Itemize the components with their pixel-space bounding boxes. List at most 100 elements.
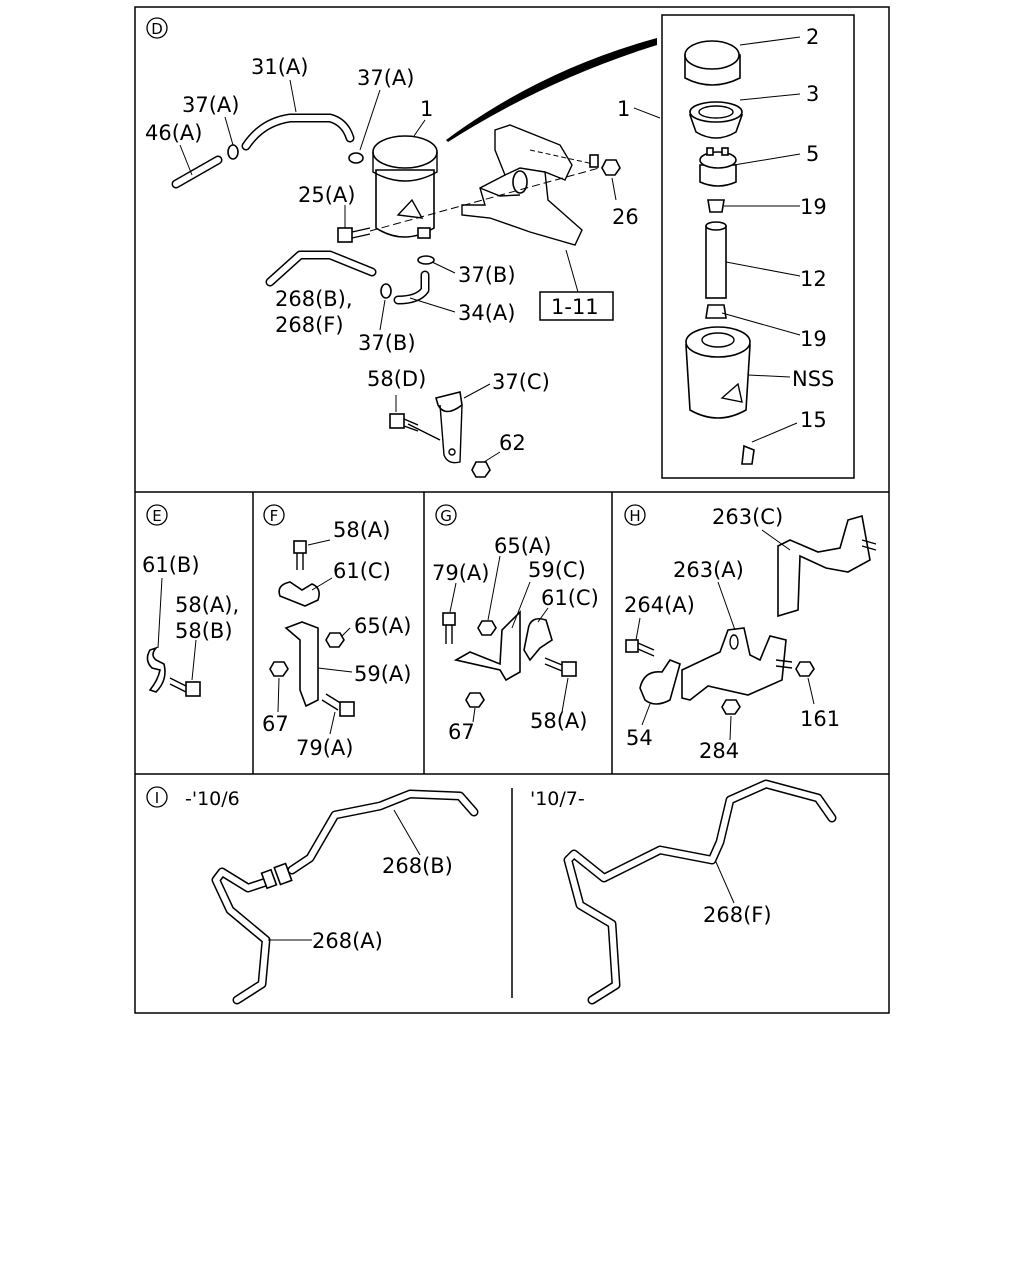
label-264a: 264(A) — [624, 593, 695, 617]
label-58b: 58(B) — [175, 619, 233, 643]
label-54: 54 — [626, 726, 653, 750]
pipe-268a — [211, 867, 271, 1005]
bolt — [861, 539, 877, 551]
label-65a: 65(A) — [494, 534, 551, 558]
pipe-46a — [171, 155, 223, 189]
label-268b: 268(B), — [275, 287, 353, 311]
label-5: 5 — [806, 142, 819, 166]
leader-lines — [449, 555, 569, 723]
bracket-263c — [777, 514, 871, 618]
date-range-right: '10/7- — [530, 788, 585, 810]
bolt — [775, 659, 793, 669]
label-26: 26 — [612, 205, 639, 229]
label-268f: 268(F) — [703, 903, 772, 927]
connector — [260, 862, 293, 890]
label-58a: 58(A) — [333, 518, 390, 542]
leader-line — [157, 577, 163, 649]
label-34a: 34(A) — [458, 301, 515, 325]
clamp-37a — [227, 144, 239, 160]
nut-62 — [471, 461, 491, 478]
cap-2 — [684, 40, 741, 86]
bracket-59a — [284, 621, 319, 708]
panel-h: H 263(C) 263(A) 264(A) 161 54 284 — [624, 504, 877, 763]
bolt-58a — [169, 677, 201, 697]
hose-31a — [241, 113, 355, 151]
bolt-264a — [625, 639, 655, 657]
label-65a: 65(A) — [354, 614, 411, 638]
date-range-left: -'10/6 — [185, 788, 240, 810]
label-268b: 268(B) — [382, 854, 453, 878]
bracket-59c — [453, 610, 521, 682]
panel-d: D — [145, 14, 855, 479]
label-1: 1 — [420, 97, 433, 121]
label-19: 19 — [800, 195, 827, 219]
panel-i-marker — [146, 786, 168, 808]
tube-12 — [705, 221, 727, 299]
clamp-37b — [417, 255, 435, 265]
hose-34a — [393, 270, 430, 305]
inset-frame — [661, 14, 855, 479]
clip-bracket-37c — [407, 391, 463, 464]
label-37a: 37(A) — [182, 93, 239, 117]
panel-g: G 65(A) 79(A) 59(C) 61(C) 67 58(A) — [432, 504, 599, 744]
panel-h-marker — [624, 504, 646, 526]
inset-pointer — [446, 38, 657, 142]
pipe-268 — [265, 250, 377, 287]
label-37b: 37(B) — [458, 263, 516, 287]
label-284: 284 — [699, 739, 739, 763]
label-58a: 58(A), — [175, 593, 239, 617]
label-31a: 31(A) — [251, 55, 308, 79]
panel-i: I -'10/6 '10/7- 268(B) 268(A) 268(F) — [146, 779, 837, 1005]
label-nss: NSS — [792, 367, 834, 391]
label-79a: 79(A) — [432, 561, 489, 585]
label-268f: 268(F) — [275, 313, 344, 337]
panel-d-letter: D — [151, 20, 163, 38]
bolt-79a — [442, 612, 456, 644]
bolt-58a — [293, 540, 307, 570]
bracket-263a — [681, 627, 787, 701]
label-59a: 59(A) — [354, 662, 411, 686]
nut-67 — [465, 692, 485, 708]
filter-5 — [699, 147, 737, 187]
reservoir-tank — [372, 135, 438, 239]
label-61b: 61(B) — [142, 553, 200, 577]
label-37a: 37(A) — [357, 66, 414, 90]
panel-h-letter: H — [629, 507, 640, 525]
label-15: 15 — [800, 408, 827, 432]
panel-g-letter: G — [440, 507, 452, 525]
seal-3 — [688, 101, 744, 139]
label-58a: 58(A) — [530, 709, 587, 733]
leader-lines — [179, 36, 801, 463]
panel-g-marker — [435, 504, 457, 526]
ring-19 — [707, 199, 725, 213]
diagram-border — [134, 6, 890, 1014]
leader-lines — [268, 809, 735, 941]
label-263c: 263(C) — [712, 505, 783, 529]
leader-line — [191, 639, 197, 681]
nut-26 — [601, 159, 621, 176]
panel-e-marker — [146, 504, 168, 526]
label-59c: 59(C) — [528, 558, 586, 582]
clamp-37a — [348, 152, 364, 164]
bolt-25a — [337, 164, 611, 243]
label-37c: 37(C) — [492, 370, 550, 394]
label-37b: 37(B) — [358, 331, 416, 355]
panel-e-letter: E — [152, 507, 161, 525]
label-67: 67 — [262, 712, 289, 736]
nut-65a — [325, 632, 345, 648]
label-61c: 61(C) — [541, 586, 599, 610]
leader-lines — [277, 539, 353, 735]
clamp-61c — [278, 581, 320, 607]
filter-15 — [741, 444, 755, 465]
mounting-bracket — [461, 124, 599, 246]
bolt-58d — [389, 413, 419, 432]
bolt-58a — [544, 657, 577, 677]
label-161: 161 — [800, 707, 840, 731]
panel-i-letter: I — [155, 789, 159, 807]
label-25a: 25(A) — [298, 183, 355, 207]
nut-284 — [721, 699, 741, 715]
reservoir-body — [685, 326, 751, 419]
reference-box — [539, 291, 614, 321]
label-inset-1: 1 — [617, 97, 630, 121]
label-79a: 79(A) — [296, 736, 353, 760]
